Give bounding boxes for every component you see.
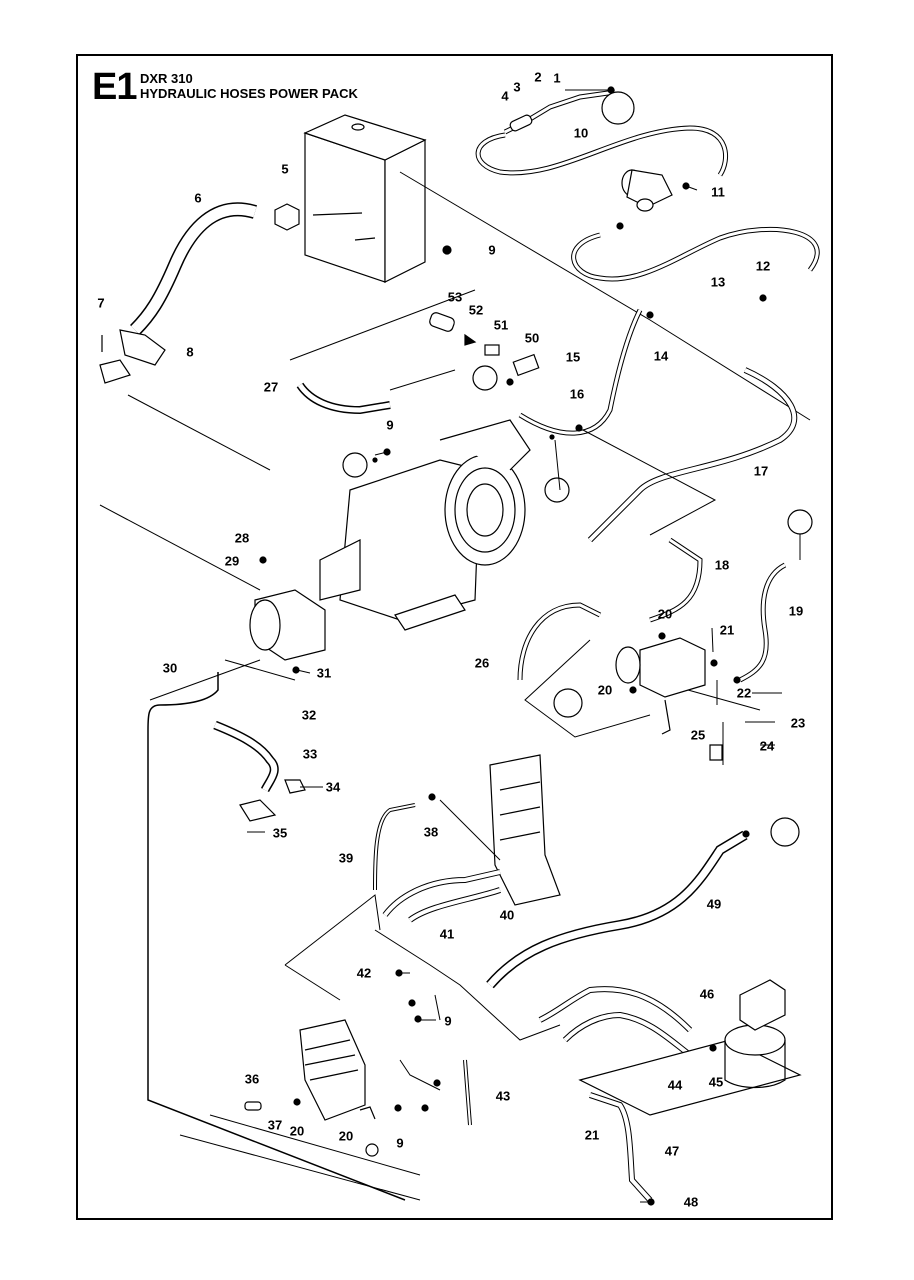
callout-47: 47: [664, 1143, 680, 1159]
callout-22: 22: [736, 685, 752, 701]
callout-37: 37: [267, 1117, 283, 1133]
callout-4: 4: [501, 88, 509, 104]
drawing-frame: [76, 54, 833, 1220]
callout-12: 12: [755, 258, 771, 274]
callout-9-mid: 9: [386, 417, 394, 433]
callout-20-a: 20: [657, 606, 673, 622]
callout-21-a: 21: [719, 622, 735, 638]
callout-51: 51: [493, 317, 509, 333]
callout-1: 1: [553, 70, 561, 86]
callout-44: 44: [667, 1077, 683, 1093]
callout-36: 36: [244, 1071, 260, 1087]
section-code: E1: [92, 66, 137, 108]
callout-15: 15: [565, 349, 581, 365]
hydraulic-pump: [249, 589, 326, 661]
callout-5: 5: [281, 161, 289, 177]
callout-24: 24: [759, 738, 775, 754]
callout-14: 14: [653, 348, 669, 364]
callout-7: 7: [97, 295, 105, 311]
callout-9-bottom: 9: [396, 1135, 404, 1151]
callout-32: 32: [301, 707, 317, 723]
callout-20-b: 20: [597, 682, 613, 698]
callout-16: 16: [569, 386, 585, 402]
callout-46: 46: [699, 986, 715, 1002]
callout-6: 6: [194, 190, 202, 206]
electric-motor: [319, 419, 570, 631]
leader-lines: [247, 89, 782, 1203]
callout-26: 26: [474, 655, 490, 671]
oil-filter-housing: [578, 979, 802, 1116]
callout-33: 33: [302, 746, 318, 762]
callout-25: 25: [690, 727, 706, 743]
hose-39: [373, 803, 416, 891]
callout-28: 28: [234, 530, 250, 546]
callout-40: 40: [499, 907, 515, 923]
callout-9-lower: 9: [444, 1013, 452, 1029]
callout-18: 18: [714, 557, 730, 573]
hose-10: [475, 125, 728, 177]
hose-17: [587, 367, 798, 543]
callout-13: 13: [710, 274, 726, 290]
callout-9-top: 9: [488, 242, 496, 258]
return-filter: [621, 169, 673, 212]
callout-45: 45: [708, 1074, 724, 1090]
callout-49: 49: [706, 896, 722, 912]
valve-block-right: [615, 637, 706, 735]
callout-23: 23: [790, 715, 806, 731]
callout-10: 10: [573, 125, 589, 141]
callout-11: 11: [711, 184, 725, 200]
hose-44: [562, 1011, 692, 1058]
hose-15: [518, 308, 643, 436]
callout-20-c: 20: [289, 1123, 305, 1139]
callout-35: 35: [272, 825, 288, 841]
callout-42: 42: [356, 965, 372, 981]
control-valve-upper: [489, 754, 561, 906]
callout-2: 2: [534, 69, 542, 85]
callout-41: 41: [439, 926, 455, 942]
callout-53: 53: [447, 289, 463, 305]
callout-8: 8: [186, 344, 194, 360]
callout-48: 48: [683, 1194, 699, 1210]
model-name: DXR 310: [140, 71, 193, 86]
callout-52: 52: [468, 302, 484, 318]
callout-34: 34: [325, 779, 341, 795]
callout-19: 19: [788, 603, 804, 619]
callout-30: 30: [162, 660, 178, 676]
callout-21-b: 21: [584, 1127, 600, 1143]
callout-20-d: 20: [338, 1128, 354, 1144]
hose-30: [147, 672, 406, 1201]
callout-50: 50: [524, 330, 540, 346]
page-title: HYDRAULIC HOSES POWER PACK: [140, 86, 358, 101]
callout-43: 43: [495, 1088, 511, 1104]
hose-13: [571, 226, 820, 282]
reservoir-tank: [303, 114, 427, 283]
callout-38: 38: [423, 824, 439, 840]
callout-29: 29: [224, 553, 240, 569]
callout-31: 31: [316, 665, 332, 681]
callout-3: 3: [513, 79, 521, 95]
flange-part: [274, 203, 300, 231]
control-valve-lower: [299, 1019, 366, 1121]
callout-27: 27: [263, 379, 279, 395]
callout-17: 17: [753, 463, 769, 479]
callout-39: 39: [338, 850, 354, 866]
